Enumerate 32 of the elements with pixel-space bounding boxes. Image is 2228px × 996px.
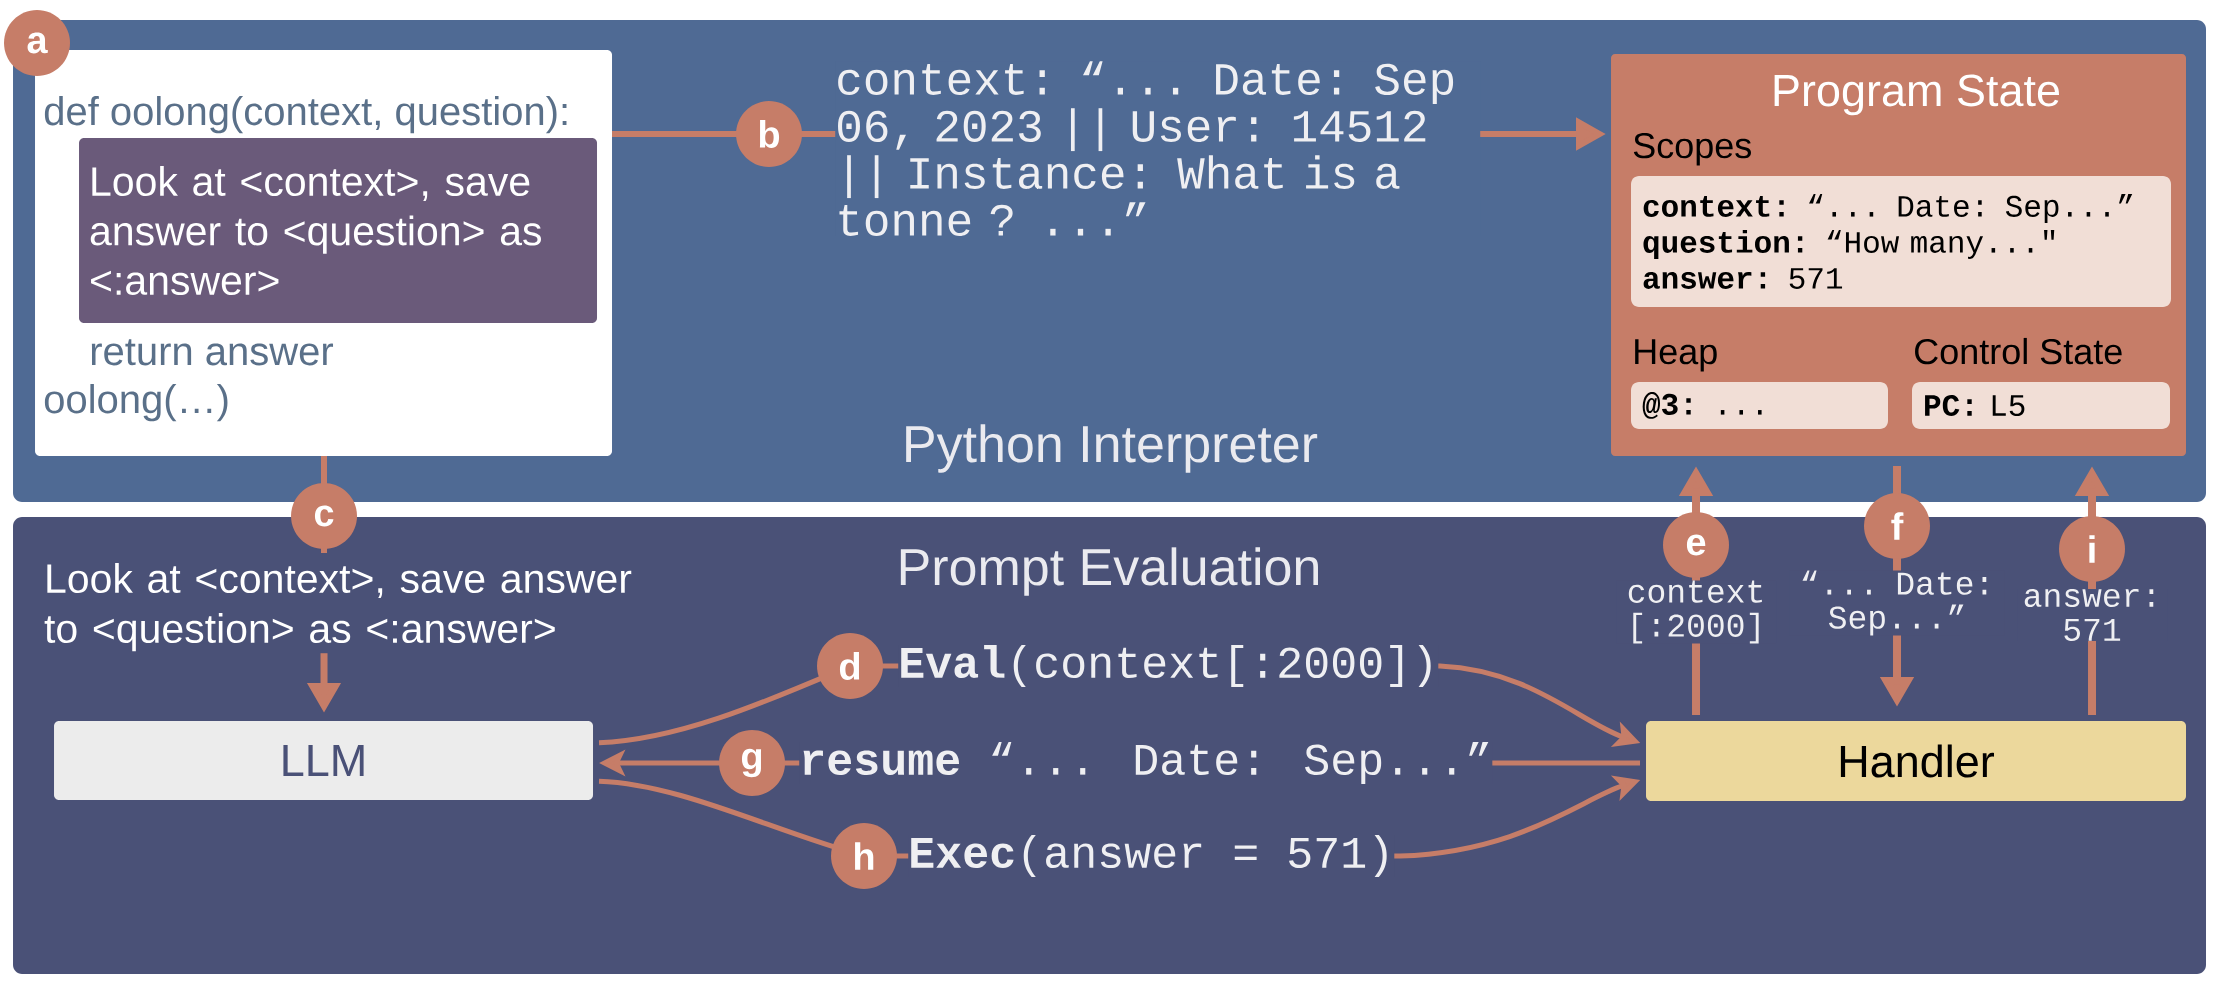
section-heading: Control State — [1915, 337, 2122, 365]
edge-label: answer: 571 — [2017, 588, 2167, 642]
callout-number: h — [831, 823, 897, 889]
edge-label: context: “... Date: Sep 06, 2023 || User: 14512 || Instance: What is a tonne ? ...” — [835, 61, 1481, 236]
panel-title: Python Interpreter — [906, 424, 1318, 473]
prompt-text: Look at <context>, save answer to <question> as <:answer> — [44, 563, 632, 652]
callout-number: b — [736, 101, 802, 167]
box-title: Program State — [1774, 74, 2059, 116]
value-box: @3: ... — [1631, 382, 1888, 429]
callout-number: g — [719, 730, 785, 796]
callout-number: d — [817, 633, 883, 699]
callout-number: f — [1864, 493, 1930, 559]
panel-title: Prompt Evaluation — [900, 547, 1318, 596]
prompt-box: Look at <context>, save answer to <question> as <:answer> — [79, 138, 597, 323]
callout-number: a — [4, 10, 70, 76]
callout-number: i — [2059, 516, 2125, 582]
code-line: def oolong(context, question): — [44, 96, 567, 134]
code-line: oolong(…) — [44, 384, 228, 422]
section-heading: Scopes — [1633, 132, 1751, 166]
edge-label: Exec(answer = 571) — [908, 835, 1395, 877]
handler-box: Handler — [1646, 721, 2186, 801]
callout-number: c — [291, 483, 357, 549]
value-box: context: “... Date: Sep...” question: “How many..." answer: 571 — [1631, 176, 2171, 307]
edge-label: resume “... Date: Sep...” — [799, 742, 1493, 784]
edge-label: “... Date: Sep...” — [1789, 570, 2005, 636]
edge-label: Eval(context[:2000]) — [898, 645, 1439, 687]
section-heading: Heap — [1635, 339, 1717, 372]
code-line: return answer — [91, 339, 334, 366]
llm-box: LLM — [54, 721, 593, 800]
edge-label: context [:2000] — [1616, 580, 1776, 644]
value-box: PC: L5 — [1912, 382, 2170, 429]
callout-number: e — [1663, 512, 1729, 578]
